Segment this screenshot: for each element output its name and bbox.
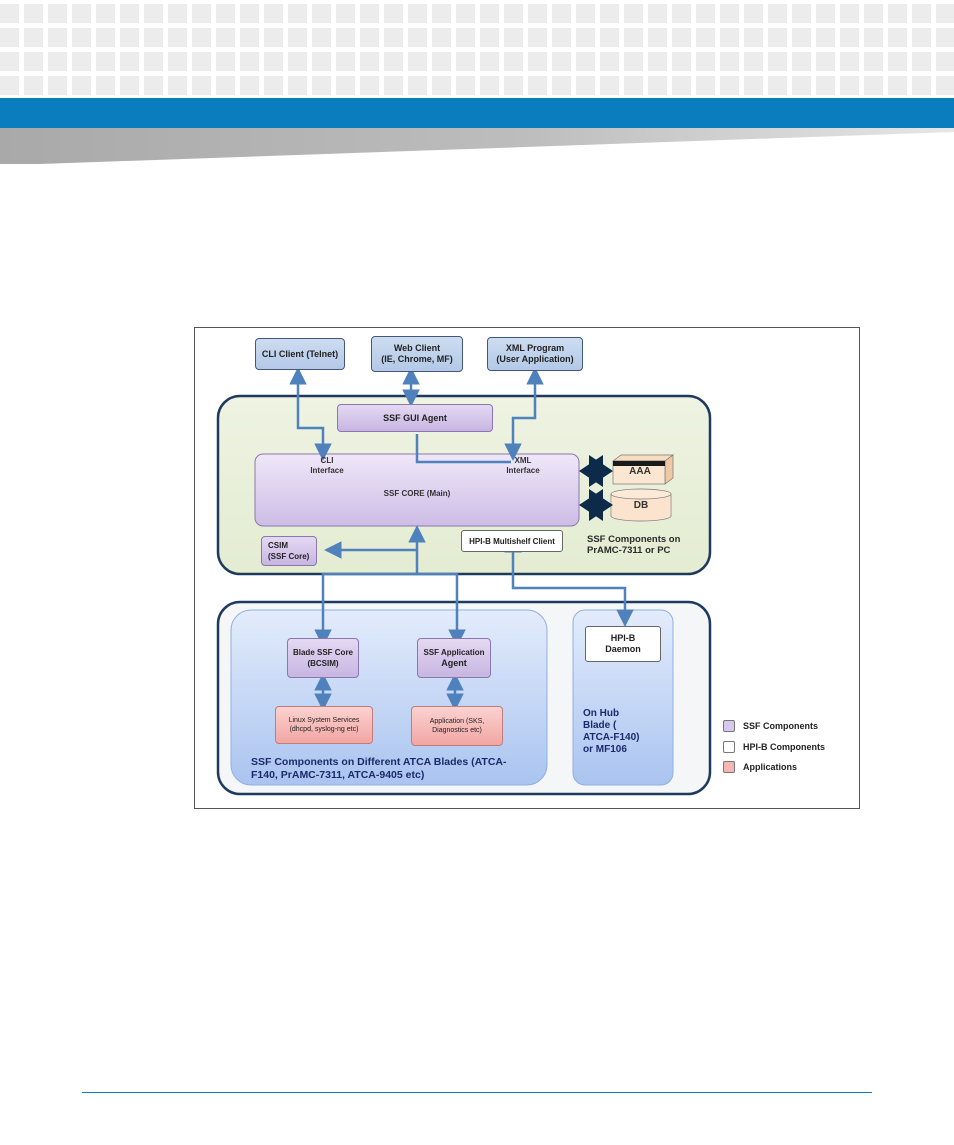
arrow-trunk-right — [417, 572, 466, 647]
application-label-2: Diagnostics etc) — [432, 727, 482, 734]
aaa-label: AAA — [629, 466, 651, 477]
cli-interface-label: CLI Interface — [310, 456, 344, 475]
legend-ssf-components: SSF Components — [743, 721, 819, 731]
footer-rule — [82, 1092, 872, 1093]
blade-ssf-core-label-2: (BCSIM) — [307, 659, 339, 668]
hpi-b-daemon-label-2: Daemon — [605, 644, 641, 654]
diagram-canvas — [216, 367, 712, 796]
arrow-gui-xml — [415, 434, 511, 464]
ssf-gui-agent-box: SSF GUI Agent — [337, 404, 493, 432]
application-box: Application (SKS, Diagnostics etc) — [411, 706, 503, 746]
application-label-1: Application (SKS, — [429, 718, 485, 725]
linux-system-services-box: Linux System Services (dhcpd, syslog-ng … — [275, 706, 373, 744]
db-label: DB — [633, 500, 649, 511]
blade-ssf-core-box: Blade SSF Core (BCSIM) — [287, 638, 359, 678]
hub-blade-label: On Hub Blade ( ATCA-F140) or MF106 — [583, 708, 640, 755]
blades-region-label: SSF Components on Different ATCA Blades … — [251, 756, 507, 781]
ssf-application-agent-box: SSF Application Agent — [417, 638, 491, 678]
arrow-cli — [289, 367, 332, 461]
linux-system-services-label-1: Linux System Services — [288, 717, 360, 724]
ssf-core-label: SSF CORE (Main) — [383, 489, 451, 498]
architecture-figure: CLI Client (Telnet) Web Client (IE, Chro… — [194, 327, 860, 809]
legend-applications: Applications — [743, 762, 798, 772]
legend-hpi-components: HPI-B Components — [743, 742, 825, 752]
csim-label-2: (SSF Core) — [268, 552, 310, 561]
xml-interface-label: XML Interface — [506, 456, 540, 475]
arrow-xml — [504, 367, 544, 461]
web-client-label-1: Web Client — [393, 343, 441, 353]
header-pattern — [0, 4, 954, 96]
legend-swatch-ssf — [723, 720, 735, 732]
xml-program-box: XML Program (User Application) — [487, 337, 583, 371]
blade-ssf-core-label-1: Blade SSF Core — [292, 648, 353, 657]
hpi-multishelf-client-label: HPI-B Multishelf Client — [469, 536, 555, 546]
top-region-label: SSF Components on PrAMC-7311 or PC — [587, 534, 681, 556]
db-cylinder — [610, 488, 672, 522]
web-client-label-2: (IE, Chrome, MF) — [381, 354, 453, 364]
header-blue-bar — [0, 98, 954, 128]
connector-lines — [289, 367, 634, 711]
xml-program-label-2: (User Application) — [496, 354, 574, 364]
linux-system-services-label-2: (dhcpd, syslog-ng etc) — [289, 726, 359, 733]
csim-box: CSIM (SSF Core) — [261, 536, 317, 566]
cli-client-box: CLI Client (Telnet) — [255, 338, 345, 370]
ssf-gui-agent-label: SSF GUI Agent — [383, 412, 447, 423]
hpi-multishelf-client-box: HPI-B Multishelf Client — [461, 530, 563, 552]
legend-swatch-hpi — [723, 741, 735, 753]
arrow-trunk — [314, 572, 417, 647]
csim-label-1: CSIM — [268, 541, 288, 550]
aaa-server — [611, 454, 675, 485]
ssf-application-agent-label-2: Agent — [441, 658, 467, 668]
hpi-b-daemon-box: HPI-B Daemon — [585, 626, 661, 662]
xml-program-label-1: XML Program — [505, 343, 565, 353]
legend-swatch-apps — [723, 761, 735, 773]
ssf-application-agent-label-1: SSF Application — [423, 648, 485, 657]
arrow-hpi — [504, 535, 634, 627]
hpi-b-daemon-label-1: HPI-B — [610, 633, 636, 643]
cli-client-label: CLI Client (Telnet) — [261, 348, 339, 359]
web-client-box: Web Client (IE, Chrome, MF) — [371, 336, 463, 372]
header-gray-wedge — [0, 128, 954, 164]
